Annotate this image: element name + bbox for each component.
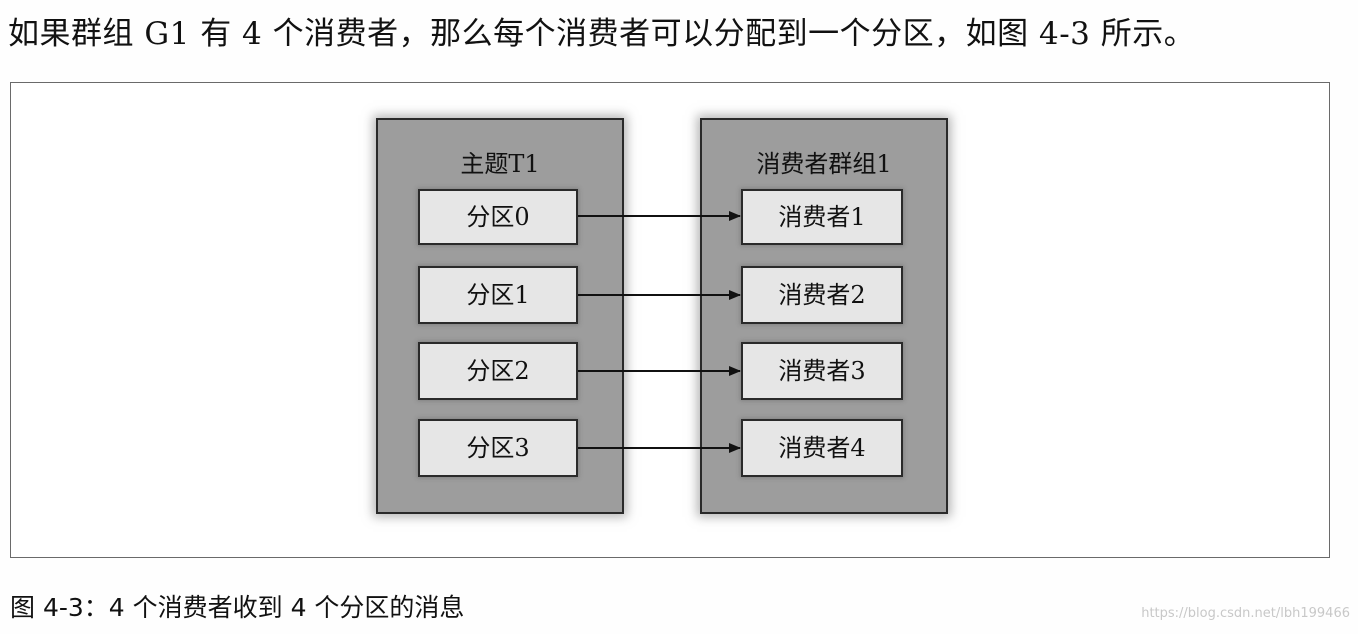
consumer-box-4: 消费者4 <box>741 419 903 477</box>
consumer-group-title: 消费者群组1 <box>756 150 892 178</box>
intro-paragraph: 如果群组 G1 有 4 个消费者，那么每个消费者可以分配到一个分区，如图 4-3… <box>8 16 1196 52</box>
consumer-box-3: 消费者3 <box>741 342 903 400</box>
topic-title: 主题T1 <box>460 150 540 178</box>
partition-box-1: 分区1 <box>418 266 578 324</box>
consumer-box-1: 消费者1 <box>741 189 903 245</box>
partition-box-0: 分区0 <box>418 189 578 245</box>
partition-box-3: 分区3 <box>418 419 578 477</box>
figure-frame <box>10 82 1330 558</box>
figure-caption: 图 4-3：4 个消费者收到 4 个分区的消息 <box>10 593 465 622</box>
partition-box-2: 分区2 <box>418 342 578 400</box>
watermark-text: https://blog.csdn.net/lbh199466 <box>1141 606 1350 621</box>
consumer-box-2: 消费者2 <box>741 266 903 324</box>
